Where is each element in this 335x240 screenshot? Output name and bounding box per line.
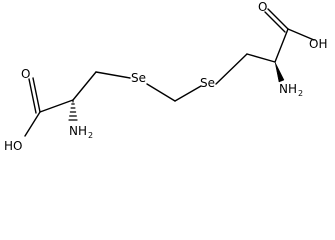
left-carbonyl-bond-a (32, 77, 41, 113)
left-hydroxyl-label: HO (4, 139, 22, 153)
left-hydroxyl-bond (24, 111, 41, 137)
left-c-beta-bond (72, 71, 97, 101)
left-amine-subscript: 2 (88, 131, 93, 140)
se-ch2-right-bond (174, 85, 202, 102)
right-carbonyl-bond-b (264, 11, 286, 33)
left-amine-hash-bond (68, 99, 78, 121)
right-hydroxyl-label: OH (309, 37, 327, 51)
left-carbonyl-oxygen-label: O (21, 67, 30, 81)
right-c-beta-bond (246, 53, 276, 63)
right-c-alpha-bond (274, 28, 289, 63)
left-se-bond (95, 71, 131, 79)
left-carbonyl-bond-b (28, 78, 37, 114)
molecule-diagram: O HO NH 2 Se Se O OH NH 2 (4, 0, 328, 153)
right-carbonyl-oxygen-label: O (258, 0, 267, 14)
right-carbonyl-bond-a (267, 8, 289, 30)
right-amine-subscript: 2 (298, 89, 303, 98)
left-selenium-label: Se (131, 71, 146, 85)
right-selenium-label: Se (200, 76, 215, 90)
right-amine-label: NH (279, 82, 297, 96)
right-amine-wedge-bond (274, 61, 285, 83)
right-se-bond (215, 53, 248, 85)
left-amine-label: NH (69, 124, 87, 138)
right-hydroxyl-bond (287, 28, 315, 41)
left-c-alpha-bond (39, 99, 74, 113)
chemical-structure: O HO NH 2 Se Se O OH NH 2 (4, 0, 327, 153)
se-ch2-left-bond (146, 83, 176, 102)
